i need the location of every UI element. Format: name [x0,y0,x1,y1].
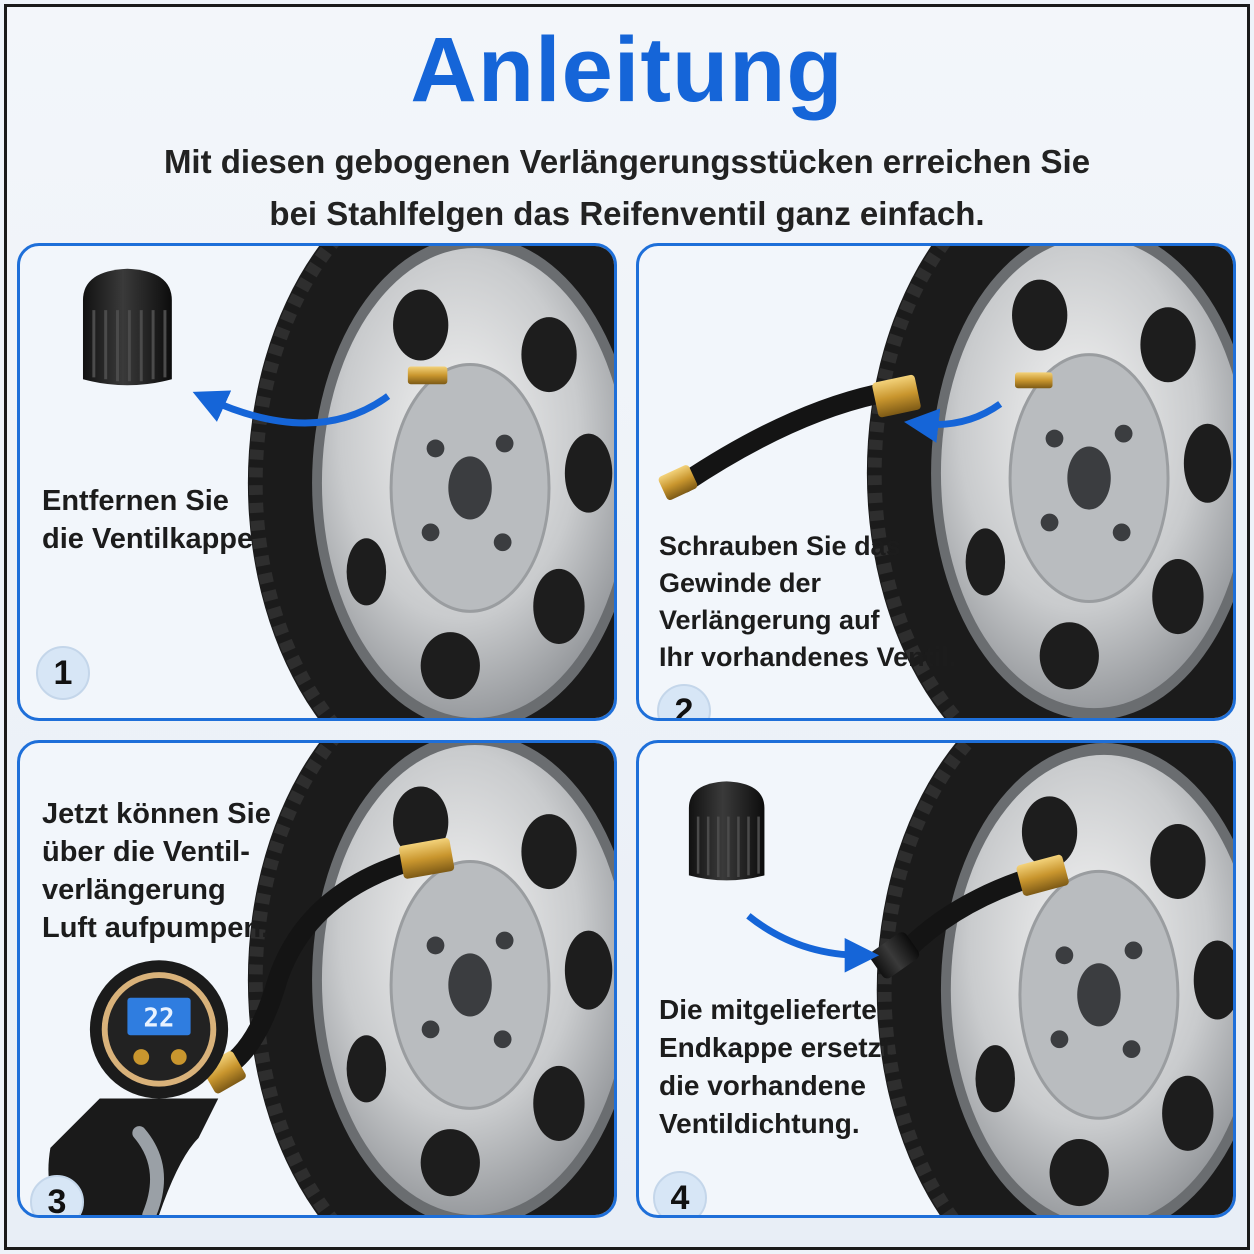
end-cap-icon [869,932,920,979]
step-4-text: Die mitgelieferte Endkappe ersetzt die v… [659,994,891,1139]
tire-illustration [658,246,1233,718]
subtitle-line-1: Mit diesen gebogenen Verlängerungsstücke… [163,143,1091,180]
step-3-text: Jetzt können Sie über die Ventil- verlän… [42,798,271,944]
hose-fitting-icon [658,465,698,500]
subtitle-line-2: bei Stahlfelgen das Reifenventil ganz ei… [269,195,985,232]
step-2-panel: Schrauben Sie das Gewinde der Verlängeru… [636,243,1236,721]
hose-fitting-icon [872,374,921,418]
page-subtitle: Mit diesen gebogenen Verlängerungsstücke… [0,136,1254,240]
arrow-icon [746,913,880,973]
pressure-gauge-illustration [48,960,229,1215]
step-1-text: Entfernen Sie die Ventilkappe [42,485,254,555]
extension-hose-illustration [213,849,426,1079]
tire-illustration [81,246,614,718]
step-1-panel: Entfernen Sie die Ventilkappe 1 [17,243,617,721]
extension-hose-illustration [896,866,1045,961]
step-1-badge: 1 [36,646,90,700]
step-4-badge: 4 [653,1171,707,1215]
step-3-panel: 22 Jetzt können Sie über die Ventil- ver… [17,740,617,1218]
step-3-badge: 3 [30,1175,84,1215]
valve-cap-icon [687,780,766,882]
valve-stem-icon [1014,372,1053,389]
valve-cap-icon [81,267,174,387]
step-4-panel: Die mitgelieferte Endkappe ersetzt die v… [636,740,1236,1218]
hose-fitting-icon [1016,854,1069,896]
gauge-display: 22 [144,1003,175,1033]
step-2-text: Schrauben Sie das Gewinde der Verlängeru… [659,531,957,672]
hose-fitting-icon [399,837,455,879]
arrow-icon [904,401,1003,443]
valve-stem-icon [407,366,448,385]
tire-illustration [687,743,1233,1215]
arrow-icon [192,390,391,427]
page-title: Anleitung [410,19,844,121]
extension-hose-illustration [674,384,887,493]
tire-illustration: 22 [48,743,614,1215]
